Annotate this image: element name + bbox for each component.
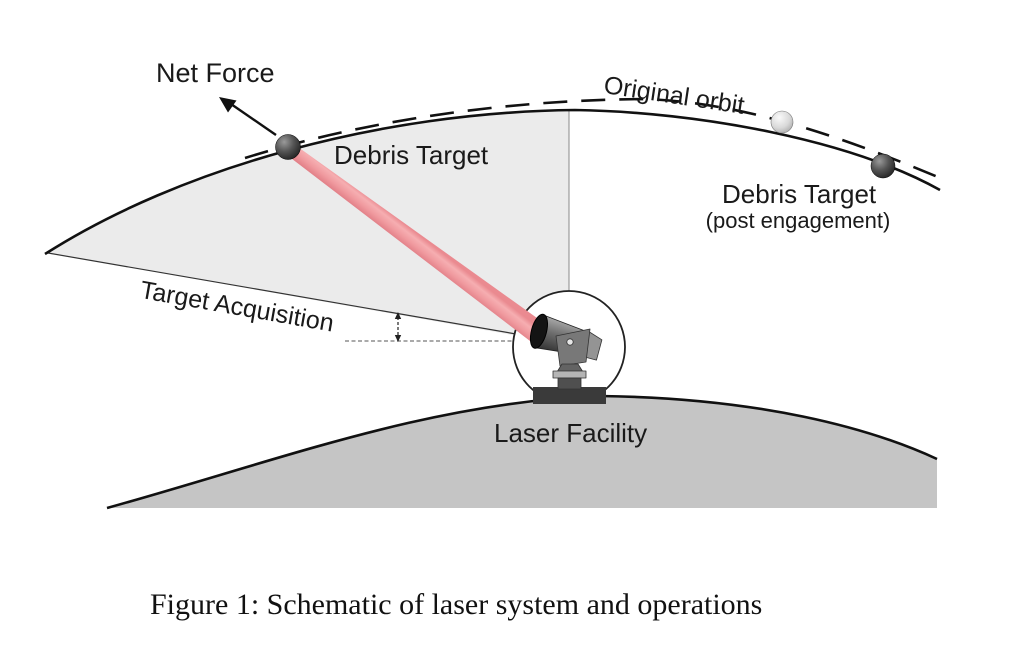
- acquisition-cone: [48, 111, 569, 345]
- laser-device: [529, 313, 603, 390]
- debris-sphere-original: [770, 110, 794, 134]
- post-engagement-label: (post engagement): [705, 208, 891, 233]
- figure-caption: Figure 1: Schematic of laser system and …: [150, 588, 763, 621]
- debris-target-label: Debris Target: [334, 140, 489, 170]
- acquisition-boundary-line: [47, 252, 517, 335]
- net-force-arrow: [219, 97, 277, 136]
- facility-base: [533, 387, 606, 404]
- net-force-label: Net Force: [156, 58, 275, 88]
- elevation-angle-arrow: [394, 312, 402, 342]
- laser-beam: [283, 142, 544, 341]
- original-orbit-curve: [244, 97, 946, 182]
- earth-ground: [106, 394, 938, 510]
- orbit-curve: [44, 108, 941, 256]
- debris-sphere-post: [870, 153, 896, 179]
- debris-target-post-label: Debris Target: [722, 179, 877, 209]
- laser-facility-label: Laser Facility: [494, 418, 648, 448]
- debris-sphere: [275, 134, 301, 160]
